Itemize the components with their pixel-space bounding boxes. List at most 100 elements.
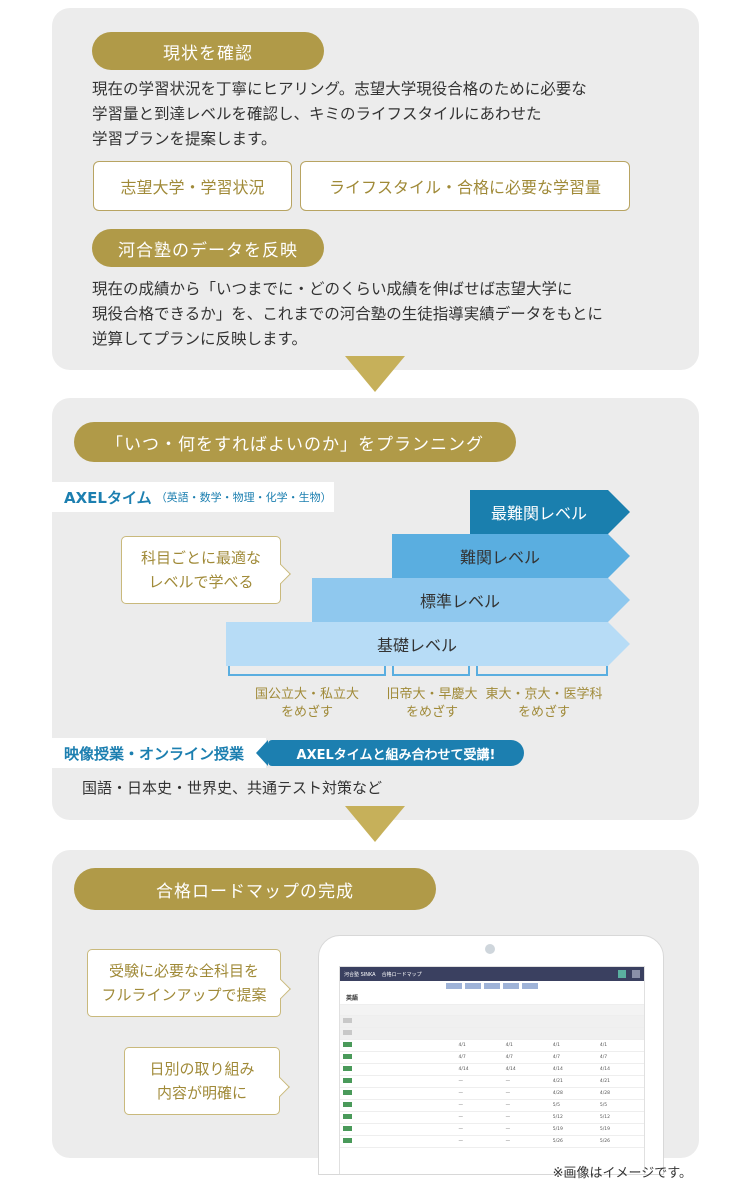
- bracket-imperial: [392, 666, 470, 676]
- tab[interactable]: [446, 983, 462, 989]
- bubble-daily-plan: 日別の取り組み 内容が明確に: [124, 1047, 290, 1115]
- menu-icon[interactable]: [632, 970, 640, 978]
- row-label-cell: [340, 1063, 456, 1076]
- bubble-line: レベルで学べる: [148, 573, 254, 591]
- date-cell: 4/1: [549, 1039, 597, 1052]
- video-subjects-label: 国語・日本史・世界史、共通テスト対策など: [82, 779, 383, 797]
- date-cell: 4/21: [549, 1075, 597, 1088]
- text-line: 現在の成績から「いつまでに・どのくらい成績を伸ばせば志望大学に: [92, 280, 573, 298]
- pill-kawai-data: 河合塾のデータを反映: [92, 229, 324, 267]
- text-line: 逆算してプランに反映します。: [92, 330, 307, 348]
- text-line: 現在の学習状況を丁寧にヒアリング。志望大学現役合格のために必要な: [92, 80, 587, 98]
- date-cell: 5/26: [596, 1135, 644, 1148]
- combo-badge: AXELタイムと組み合わせて受講!: [256, 740, 524, 766]
- tab[interactable]: [522, 983, 538, 989]
- text-line: 学習プランを提案します。: [92, 130, 277, 148]
- target-line: 東大・京大・医学科: [485, 687, 603, 702]
- date-cell: 5/5: [549, 1099, 597, 1112]
- target-todai: 東大・京大・医学科 をめざす: [480, 686, 608, 722]
- tag-target-university: 志望大学・学習状況: [93, 161, 292, 211]
- date-cell: —: [502, 1135, 550, 1148]
- status-chip-icon: [343, 1102, 352, 1107]
- status-chip-icon: [343, 1042, 352, 1047]
- subject-tabs: [340, 983, 644, 991]
- tab[interactable]: [503, 983, 519, 989]
- row-label-cell: [340, 1039, 456, 1052]
- date-cell: 4/1: [596, 1039, 644, 1052]
- axel-time-label: AXELタイム: [64, 488, 152, 507]
- image-note: ※画像はイメージです。: [553, 1162, 692, 1181]
- date-cell: [596, 1015, 644, 1028]
- status-chip-icon: [343, 1078, 352, 1083]
- date-cell: 4/7: [455, 1051, 503, 1064]
- date-cell: 5/5: [596, 1099, 644, 1112]
- arrow-down-icon: [345, 806, 405, 842]
- date-cell: —: [502, 1075, 550, 1088]
- target-line: をめざす: [280, 705, 333, 720]
- status-chip-icon: [343, 1126, 352, 1131]
- target-national: 国公立大・私立大 をめざす: [236, 686, 378, 722]
- date-cell: —: [455, 1099, 503, 1112]
- pill-roadmap-label: 合格ロードマップの完成: [156, 881, 354, 902]
- bracket-todai: [476, 666, 608, 676]
- subject-header: 英語: [340, 991, 644, 1005]
- level-tip: [608, 622, 630, 666]
- date-cell: —: [502, 1111, 550, 1124]
- level-bar-top: 最難関レベル: [470, 490, 630, 534]
- row-label-cell: [340, 1123, 456, 1136]
- level-tip: [608, 534, 630, 578]
- tag-lifestyle: ライフスタイル・合格に必要な学習量: [300, 161, 630, 211]
- row-label-cell: [340, 1111, 456, 1124]
- row-label-cell: [340, 1099, 456, 1112]
- status-chip-icon: [343, 1030, 352, 1035]
- video-lesson-label: 映像授業・オンライン授業: [64, 744, 245, 763]
- level-label: 基礎レベル: [376, 636, 457, 655]
- bubble-line: 科目ごとに最適な: [140, 549, 261, 567]
- date-cell: —: [455, 1135, 503, 1148]
- video-subjects: 国語・日本史・世界史、共通テスト対策など: [82, 776, 382, 801]
- grid-icon[interactable]: [618, 970, 626, 978]
- date-cell: [455, 1027, 503, 1040]
- pill-roadmap: 合格ロードマップの完成: [74, 868, 436, 910]
- date-cell: 4/14: [455, 1063, 503, 1076]
- status-chip-icon: [343, 1114, 352, 1119]
- pill-planning-label: 「いつ・何をすればよいのか」をプランニング: [106, 434, 484, 455]
- subject-name: 英語: [346, 995, 359, 1002]
- text-line: 学習量と到達レベルを確認し、キミのライフスタイルにあわせた: [92, 105, 542, 123]
- date-cell: [549, 1027, 597, 1040]
- date-cell: 4/7: [549, 1051, 597, 1064]
- level-bar-difficult: 難関レベル: [392, 534, 630, 578]
- date-cell: 4/14: [549, 1063, 597, 1076]
- arrow-down-icon: [345, 356, 405, 392]
- tab[interactable]: [465, 983, 481, 989]
- tab[interactable]: [484, 983, 500, 989]
- date-cell: 4/7: [596, 1051, 644, 1064]
- row-label-cell: [340, 1051, 456, 1064]
- status-chip-icon: [343, 1054, 352, 1059]
- status-chip-icon: [343, 1090, 352, 1095]
- target-imperial: 旧帝大・早慶大 をめざす: [384, 686, 480, 722]
- text-line: 現役合格できるか」を、これまでの河合塾の生徒指導実績データをもとに: [92, 305, 603, 323]
- video-lesson-tag: 映像授業・オンライン授業: [52, 738, 266, 768]
- date-cell: —: [455, 1087, 503, 1100]
- status-chip-icon: [343, 1138, 352, 1143]
- table-row: [340, 1027, 644, 1040]
- date-cell: 4/28: [549, 1087, 597, 1100]
- bubble-full-lineup: 受験に必要な全科目を フルラインアップで提案: [87, 949, 291, 1017]
- date-cell: [596, 1027, 644, 1040]
- date-cell: 4/28: [596, 1087, 644, 1100]
- date-cell: [455, 1015, 503, 1028]
- date-cell: —: [502, 1087, 550, 1100]
- table-header-row: [340, 1005, 644, 1016]
- target-line: をめざす: [405, 705, 458, 720]
- date-cell: —: [502, 1123, 550, 1136]
- level-tip: [608, 490, 630, 534]
- axel-time-tag: AXELタイム （英語・数学・物理・化学・生物）: [52, 482, 334, 512]
